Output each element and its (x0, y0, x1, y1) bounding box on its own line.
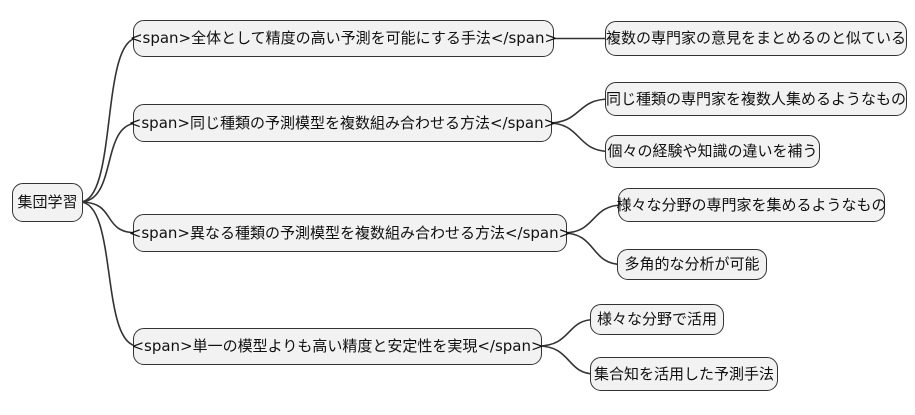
leaf-node-4-2: 集合知を活用した予測手法 (590, 357, 778, 391)
leaf-node-1-1: 複数の専門家の意見をまとめるのと似ている (605, 21, 907, 56)
edge-branch4-leaf1 (537, 318, 596, 347)
leaf-node-3-1: 様々な分野の専門家を集めるようなもの (617, 188, 887, 222)
leaf-node-4-1: 様々な分野で活用 (590, 304, 724, 335)
edge-branch2-leaf2 (547, 122, 611, 153)
edge-branch4-leaf2 (537, 345, 596, 375)
edge-root-branch3 (79, 201, 139, 234)
leaf-node-2-2: 個々の経験や知識の違いを補う (605, 135, 820, 168)
root-node: 集団学習 (12, 183, 83, 222)
leaf-node-2-1: 同じ種類の専門家を複数人集めるようなもの (605, 82, 907, 116)
branch-node-4: <span>単一の模型よりも高い精度と安定性を実現</span> (131, 328, 544, 365)
edge-root-branch1 (79, 37, 139, 203)
edge-branch3-leaf2 (562, 232, 623, 266)
branch-node-1: <span>全体として精度の高い予測を可能にする手法</span> (130, 20, 557, 57)
edge-root-branch4 (79, 201, 139, 347)
edge-branch3-leaf1 (562, 204, 624, 234)
edge-branch2-leaf1 (547, 98, 611, 124)
leaf-node-3-2: 多角的な分析が可能 (617, 249, 767, 280)
edge-root-branch2 (79, 122, 139, 203)
branch-node-2: <span>同じ種類の予測模型を複数組み合わせる方法</span> (129, 104, 556, 142)
branch-node-3: <span>異なる種類の予測模型を複数組み合わせる方法</span> (129, 214, 571, 252)
